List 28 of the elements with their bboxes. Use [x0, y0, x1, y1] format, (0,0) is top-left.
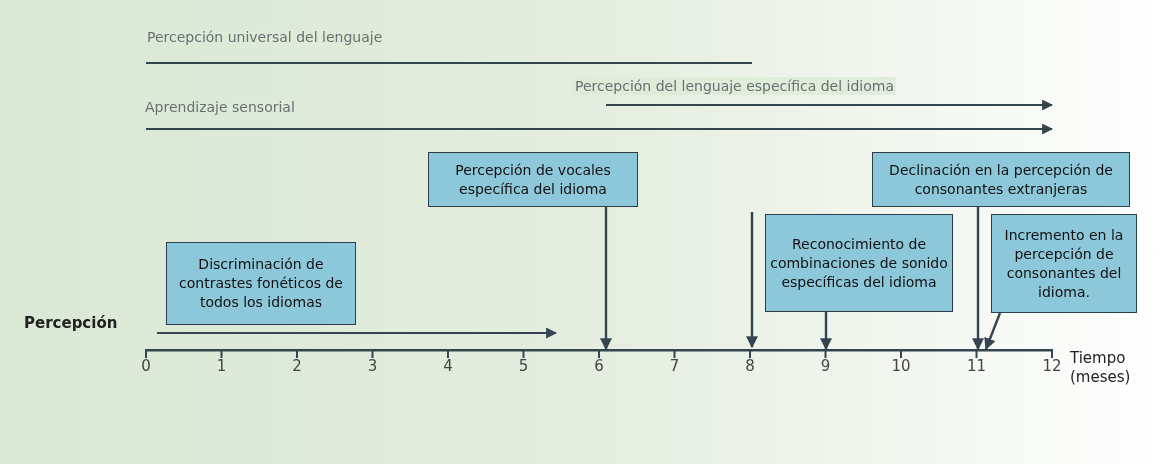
tick-label: 6	[594, 357, 604, 375]
arrow	[972, 207, 984, 351]
span-label: Aprendizaje sensorial	[143, 98, 297, 116]
event-box: Incremento en la percepción de consonantes del idioma.	[991, 214, 1137, 313]
arrow	[820, 312, 832, 351]
tick-label: 4	[443, 357, 453, 375]
axis-title: Percepción	[24, 314, 118, 332]
tick-label: 0	[141, 357, 151, 375]
tick-label: 1	[216, 357, 227, 375]
event-box: Declinación en la percepción de consonantes extranjeras	[872, 152, 1130, 207]
tick-label: 3	[367, 357, 378, 375]
span-label: Percepción del lenguaje específica del idioma	[573, 77, 896, 95]
axis-title: Tiempo (meses)	[1070, 349, 1132, 387]
arrow	[600, 207, 612, 351]
tick-label: 2	[292, 357, 302, 375]
tick-label: 11	[966, 357, 987, 375]
tick-label: 5	[518, 357, 529, 375]
tick-label: 12	[1042, 357, 1062, 375]
tick-label: 8	[745, 357, 755, 375]
event-box: Discriminación de contrastes fonéticos de todos los idiomas	[166, 242, 356, 325]
tick-label: 10	[891, 357, 911, 375]
event-box: Percepción de vocales específica del idioma	[428, 152, 638, 207]
span-label: Percepción universal del lenguaje	[145, 28, 385, 46]
time-axis	[144, 349, 1054, 359]
event-box: Reconocimiento de combinaciones de sonido específicas del idioma	[765, 214, 953, 312]
tick-label: 7	[669, 357, 680, 375]
arrow	[984, 312, 1002, 351]
tick-label: 9	[820, 357, 831, 375]
